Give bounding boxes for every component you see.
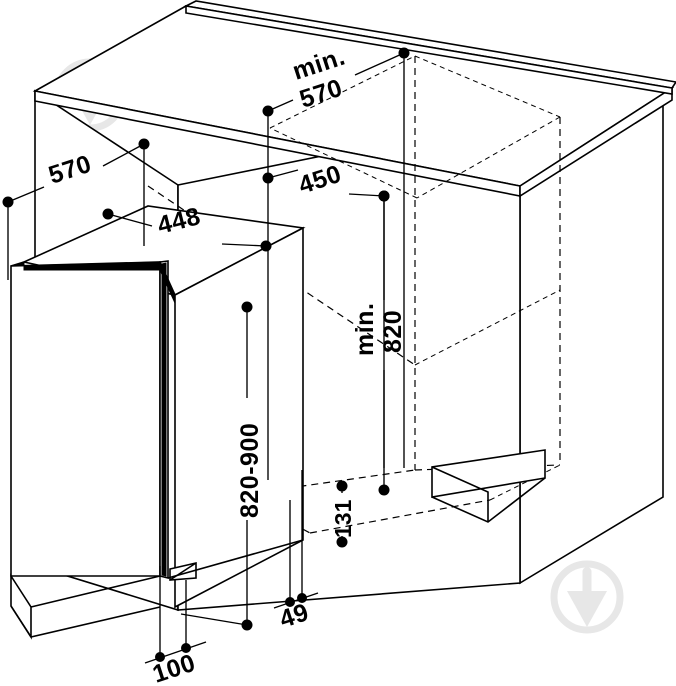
dim-leader-min570-a — [267, 99, 294, 112]
niche-floor-edge-5 — [489, 464, 561, 501]
appliance-door-gap-shadow — [161, 262, 167, 577]
dimension-min-820-niche-height: min. 820 — [351, 190, 407, 496]
watermark-bottom-right-icon — [554, 564, 620, 630]
appliance-top-left-edge — [10, 261, 25, 267]
appliance-right-panel — [174, 226, 304, 609]
niche-hidden-diagonal-2 — [414, 289, 561, 366]
appliance-top-right-edge — [159, 261, 176, 296]
niche-floor-edge-4 — [309, 499, 491, 534]
appliance-left-foot — [10, 573, 32, 640]
appliance-top-bevel — [10, 261, 176, 304]
dim-leader-448-b — [221, 243, 267, 247]
dim-leader-570-a — [7, 186, 45, 203]
cabinet-plinth-inner — [431, 466, 489, 522]
dimension-131-plinth-height: 131 — [330, 480, 356, 548]
dim-label-820-900: 820-900 — [236, 423, 264, 518]
dim-label-min820-value: 820 — [379, 310, 407, 353]
worktop-slab — [32, 0, 676, 198]
dim-tick-49 — [273, 592, 319, 609]
dim-leader-450-a — [267, 169, 299, 179]
dim-label-min820-prefix: min. — [351, 303, 379, 356]
dim-leader-min570-b — [354, 52, 405, 76]
dim-leader-448-a — [107, 213, 153, 227]
dim-leader-570-b — [102, 143, 145, 167]
dimension-820-900-appliance-height: 820-900 — [180, 301, 264, 631]
niche-hidden-edge-4 — [269, 127, 418, 199]
dimension-100-door-offset: 100 — [144, 566, 207, 686]
dim-label-131: 131 — [330, 499, 356, 538]
appliance-bottom-edge — [167, 539, 304, 579]
appliance-plinth-left-edge — [10, 605, 32, 638]
dim-leader-450-b — [348, 193, 385, 197]
appliance-door-panel — [10, 261, 161, 577]
dim-leader-820900-bottom — [180, 613, 248, 626]
appliance-plinth-top-edge — [30, 575, 161, 608]
appliance-plinth-bottom-edge — [30, 606, 161, 638]
niche-hidden-edge-3 — [416, 116, 561, 199]
dim-tick-100 — [144, 641, 207, 664]
plinth-panel-cabinet — [431, 449, 546, 523]
backsplash-face — [185, 5, 673, 95]
worktop-right-edge — [519, 86, 673, 198]
dim-label-49: 49 — [276, 598, 312, 634]
appliance-door-latch-diagonal — [169, 562, 197, 581]
